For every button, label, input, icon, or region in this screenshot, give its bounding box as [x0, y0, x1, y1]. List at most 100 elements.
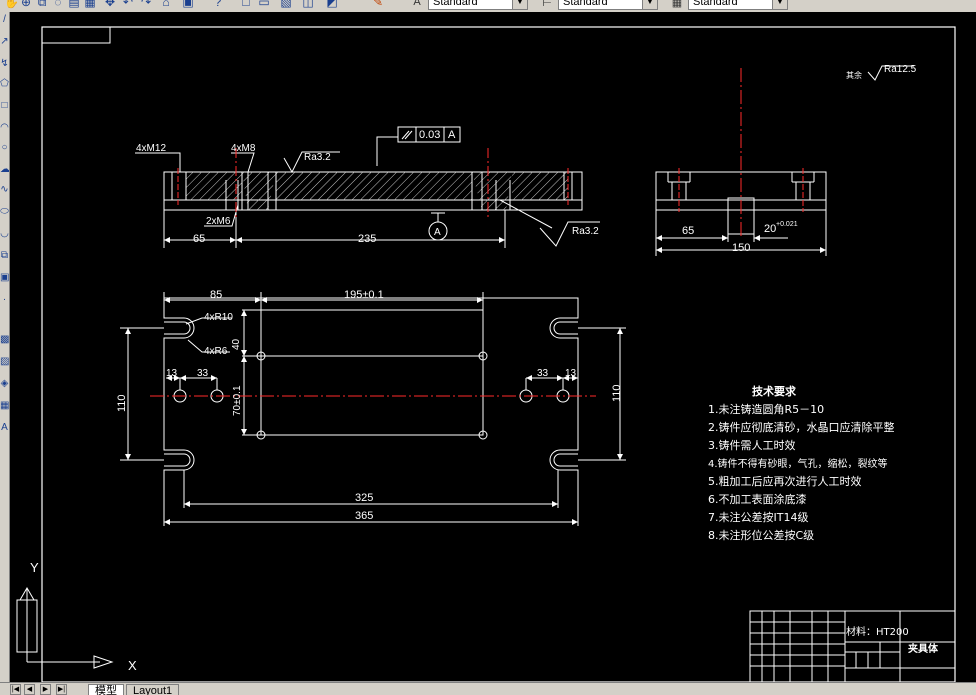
drawing-area[interactable]: 4xM12 4xM8 2xM6 Ra3.2 Ra3.2 0.03 A A 65 …: [10, 12, 976, 682]
side-dim-65: 65: [682, 225, 694, 237]
zoom-window-icon[interactable]: ⧉: [37, 0, 47, 9]
datum-label: A: [434, 227, 441, 238]
standard-toolbar: ✋ ⊕ ⧉ ◌ ▤ ▦ ✥ ↶ ↷ ⌂ ▣ ? □ ▭ ▧ ◫ ◩ ✎ A St…: [0, 0, 976, 13]
label-2xm6: 2xM6: [206, 216, 231, 227]
title-material: 材料：HT200: [846, 625, 909, 638]
tab-layout1[interactable]: Layout1: [126, 684, 180, 695]
undo-icon[interactable]: ↶: [122, 0, 134, 9]
revision-cloud-icon[interactable]: ☁: [0, 164, 9, 175]
dim-style-combo[interactable]: Standard▼: [558, 0, 658, 10]
text-style-icon[interactable]: A: [413, 0, 421, 8]
tolerance-datum: A: [448, 129, 456, 141]
gradient-icon[interactable]: ▨: [0, 356, 9, 367]
drawing-canvas[interactable]: 4xM12 4xM8 2xM6 Ra3.2 Ra3.2 0.03 A A 65 …: [10, 12, 976, 682]
tech-title: 技术要求: [752, 384, 797, 398]
tech-item: 2.铸件应彻底清砂，水晶口应清除平整: [708, 420, 895, 434]
mtext-icon[interactable]: A: [1, 422, 8, 433]
top-dim-33-left: 33: [197, 368, 209, 379]
ucs-icon: [16, 587, 114, 669]
tech-item: 3.铸件需人工时效: [708, 438, 796, 452]
top-dim-13-left: 13: [166, 368, 178, 379]
tech-item: 6.不加工表面涂底漆: [708, 492, 807, 506]
rest-roughness-label: 其余: [846, 70, 862, 80]
ellipse-icon[interactable]: ⬭: [0, 206, 9, 217]
polyline-icon[interactable]: ↯: [0, 58, 9, 69]
top-dim-33-right: 33: [537, 368, 549, 379]
chevron-down-icon[interactable]: ▼: [772, 0, 787, 9]
polygon-icon[interactable]: ⬠: [0, 78, 9, 89]
layer-icon[interactable]: ▭: [258, 0, 270, 9]
drawing-border: [41, 26, 956, 682]
help-icon[interactable]: ?: [214, 0, 222, 9]
redo-icon[interactable]: ↷: [140, 0, 152, 9]
properties-icon[interactable]: ▤: [68, 0, 80, 9]
insert-block-icon[interactable]: ⧉: [0, 250, 9, 261]
top-label-4xr10: 4xR10: [204, 312, 233, 323]
table-icon[interactable]: ▦: [0, 400, 9, 411]
line-icon[interactable]: /: [3, 14, 6, 25]
title-part-name: 夹具体: [908, 642, 939, 655]
roughness-top: Ra3.2: [304, 152, 331, 163]
top-dim-13-right: 13: [565, 368, 577, 379]
first-tab-icon[interactable]: |◀: [10, 684, 21, 695]
insert-icon[interactable]: ◫: [302, 0, 314, 9]
tech-item: 1.未注铸造圆角R5－10: [708, 402, 824, 416]
point-icon[interactable]: ·: [2, 294, 7, 305]
ellipse-arc-icon[interactable]: ◡: [0, 228, 9, 239]
zoom-previous-icon[interactable]: ◌: [54, 0, 62, 9]
table-style-icon[interactable]: ▦: [671, 0, 683, 9]
region-icon[interactable]: ◈: [0, 378, 9, 389]
match-properties-icon[interactable]: ⌂: [162, 0, 170, 9]
roughness-bottom: Ra3.2: [572, 226, 599, 237]
chevron-down-icon[interactable]: ▼: [512, 0, 527, 9]
tech-item: 8.未注形位公差按C级: [708, 528, 814, 542]
top-view: [120, 292, 626, 526]
purge-icon[interactable]: ◩: [326, 0, 338, 9]
make-block-icon[interactable]: ▣: [0, 272, 9, 283]
arc-icon[interactable]: ◠: [0, 122, 9, 133]
spline-icon[interactable]: ∿: [0, 184, 9, 195]
front-view: [135, 126, 600, 248]
top-dim-325: 325: [355, 492, 373, 504]
next-tab-icon[interactable]: ▶: [40, 684, 51, 695]
rectangle-icon[interactable]: □: [1, 100, 8, 111]
dim-style-icon[interactable]: ⊢: [542, 0, 552, 9]
move-icon[interactable]: ✥: [104, 0, 116, 9]
calculator-icon[interactable]: ▣: [182, 0, 194, 9]
draw-toolbar: / ↗ ↯ ⬠ □ ◠ ○ ☁ ∿ ⬭ ◡ ⧉ ▣ · ▩ ▨ ◈ ▦ A: [0, 12, 10, 682]
side-dim-20-tol: +0.021: [776, 221, 798, 228]
text-style-combo[interactable]: Standard▼: [428, 0, 528, 10]
tab-model[interactable]: 模型: [88, 684, 124, 695]
rest-roughness-mark: [867, 65, 914, 81]
top-dim-110-right: 110: [611, 384, 623, 402]
construction-line-icon[interactable]: ↗: [0, 36, 9, 47]
top-dim-365: 365: [355, 510, 373, 522]
hatch-icon[interactable]: ▩: [0, 334, 9, 345]
table-style-combo[interactable]: Standard▼: [688, 0, 788, 10]
rectangle-icon[interactable]: □: [242, 0, 250, 9]
prev-tab-icon[interactable]: ◀: [24, 684, 35, 695]
chevron-down-icon[interactable]: ▼: [642, 0, 657, 9]
corner-label-box: [41, 26, 111, 44]
tech-item: 4.铸件不得有砂眼，气孔，缩松，裂纹等: [708, 457, 888, 470]
circle-icon[interactable]: ○: [1, 142, 8, 153]
title-block: [749, 610, 956, 682]
block-icon[interactable]: ▧: [280, 0, 292, 9]
layout-tabs-bar: |◀ ◀ ▶ ▶| 模型 Layout1: [0, 682, 976, 695]
design-center-icon[interactable]: ▦: [84, 0, 96, 9]
top-dim-40: 40: [231, 338, 242, 350]
tech-item: 5.粗加工后应再次进行人工时效: [708, 474, 862, 488]
front-dim-65: 65: [193, 233, 205, 245]
zoom-realtime-icon[interactable]: ⊕: [20, 0, 32, 9]
top-dim-70: 70±0.1: [232, 385, 243, 416]
front-dim-235: 235: [358, 233, 376, 245]
label-4xm12: 4xM12: [136, 143, 166, 154]
pan-icon[interactable]: ✋: [4, 0, 19, 9]
side-dim-150: 150: [732, 242, 750, 254]
side-view: [655, 171, 827, 256]
last-tab-icon[interactable]: ▶|: [56, 684, 67, 695]
tech-item: 7.未注公差按IT14级: [708, 510, 808, 524]
top-label-4xr6: 4xR6: [204, 346, 228, 357]
paint-icon[interactable]: ✎: [372, 0, 384, 9]
side-dim-20: 20: [764, 223, 776, 235]
